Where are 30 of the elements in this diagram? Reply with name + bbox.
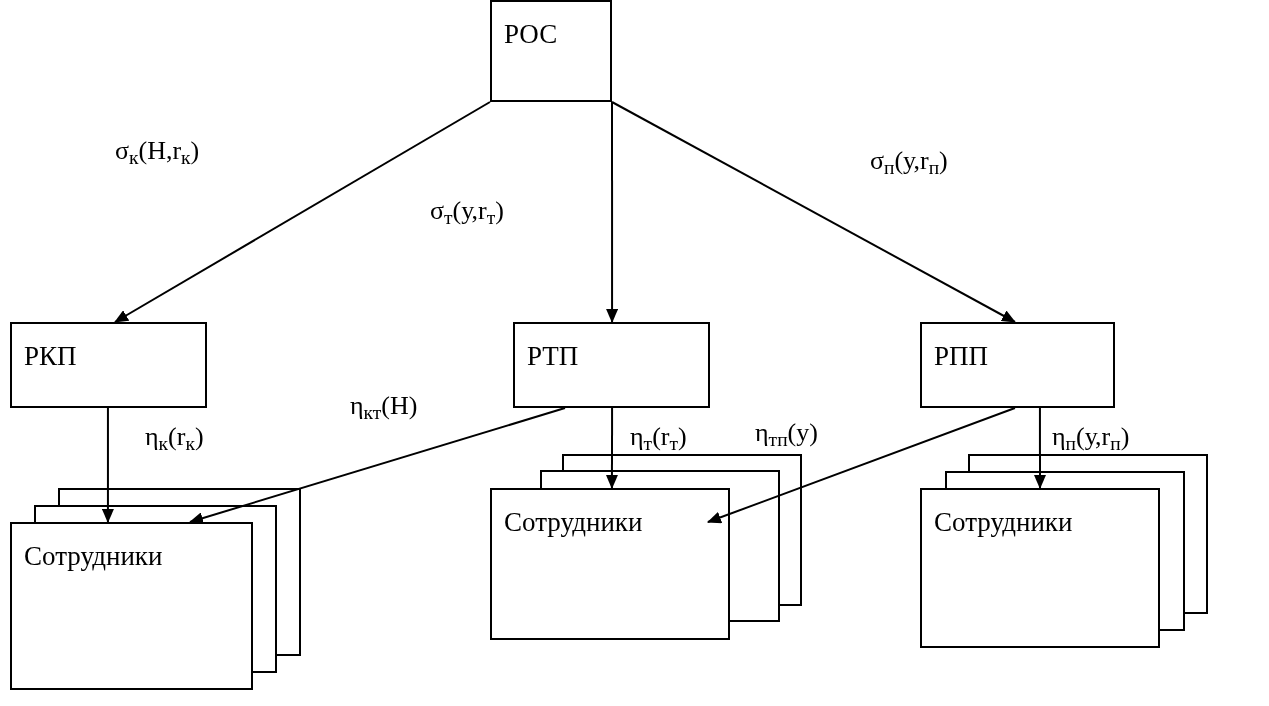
node-label: РОС [504,18,559,51]
edge-label: σ$_{к}$(Н,r$_{к}$) [115,138,200,164]
edge-label: η$_{п}$(у,r$_{п}$) [1052,424,1130,450]
edge-label: η$_{кт}$(Н) [350,393,418,419]
unit-box [490,0,612,102]
unit-box [920,322,1115,408]
node-label: РПП [934,340,989,373]
staff-box [490,488,730,640]
arrow [101,407,114,523]
staff-box [920,488,1160,648]
arrow [1034,407,1046,489]
arrow [611,101,1016,323]
arrow [605,407,618,489]
arrow [606,101,619,323]
node-label: Сотрудники [934,506,1074,539]
node-label: Сотрудники [24,540,164,573]
edge-label: η$_{тп}$(у) [755,420,818,446]
edge-label: η$_{к}$(r$_{к}$) [145,424,204,450]
arrow [706,407,1016,524]
node-label: РТП [527,340,580,373]
arrow [189,407,566,524]
staff-box [10,522,253,690]
arrow [114,101,491,323]
unit-box [513,322,710,408]
edge-label: η$_{т}$(r$_{т}$) [630,424,687,450]
unit-box [10,322,207,408]
edge-label: σ$_{п}$(у,r$_{п}$) [870,148,948,174]
edge-label: σ$_{т}$(у,r$_{т}$) [430,198,504,224]
node-label: РКП [24,340,78,373]
node-label: Сотрудники [504,506,644,539]
